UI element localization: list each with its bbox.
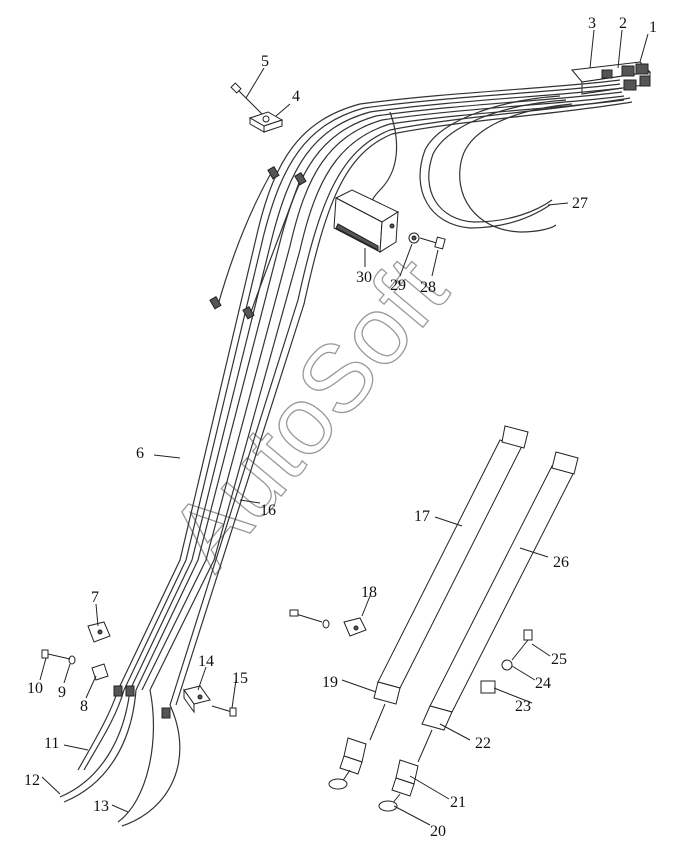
hose-bundle-6 (117, 79, 625, 691)
long-hose-26 (417, 451, 579, 763)
clamp-7-hole (97, 629, 103, 635)
leader-lines (39, 29, 649, 826)
clamp-8 (91, 663, 109, 681)
tube-16-inner (175, 101, 633, 706)
callout-7: 7 (91, 589, 99, 606)
end-fitting (161, 707, 171, 719)
fitting (294, 171, 307, 186)
loop-hose-27 (419, 95, 573, 233)
callout-2: 2 (619, 15, 627, 32)
callout-17: 17 (414, 508, 430, 525)
callout-8: 8 (80, 698, 88, 715)
fitting-21-assembly (378, 759, 419, 812)
fitting (209, 295, 222, 310)
callout-29: 29 (390, 277, 406, 294)
end-fitting (125, 685, 135, 697)
block-14 (183, 685, 211, 714)
callout-22: 22 (475, 735, 491, 752)
end-fitting (113, 685, 123, 697)
washer-29-hole (411, 235, 417, 241)
bolt-10 (41, 649, 71, 660)
callout-13: 13 (93, 798, 109, 815)
callout-12: 12 (24, 772, 40, 789)
callout-labels: 1 2 3 4 5 6 7 8 9 10 11 12 13 14 15 16 1… (24, 15, 657, 840)
fitting-19-assembly (328, 737, 367, 790)
callout-19: 19 (322, 674, 338, 691)
fitting (242, 305, 255, 320)
callout-6: 6 (136, 445, 144, 462)
bolt-15 (211, 705, 237, 717)
callout-4: 4 (292, 88, 300, 105)
callout-23: 23 (515, 698, 531, 715)
callout-9: 9 (58, 684, 66, 701)
callout-18: 18 (361, 584, 377, 601)
callout-14: 14 (198, 653, 214, 670)
connector-block (571, 61, 652, 95)
callout-11: 11 (44, 735, 59, 752)
tube-16 (169, 97, 631, 706)
branch-line (249, 179, 301, 316)
callout-26: 26 (553, 554, 569, 571)
block-23 (480, 680, 496, 694)
bolt-5 (230, 82, 263, 115)
clamp-18 (289, 609, 367, 637)
callout-20: 20 (430, 823, 446, 840)
washer-9 (68, 655, 76, 665)
box-30 (333, 189, 400, 253)
callout-24: 24 (535, 675, 551, 692)
fitting (267, 165, 280, 180)
callout-25: 25 (551, 651, 567, 668)
bolt-25 (511, 629, 533, 661)
branch-line (217, 174, 271, 306)
callout-21: 21 (450, 794, 466, 811)
long-hose-17 (369, 425, 529, 741)
washer-24 (501, 659, 513, 671)
callout-1: 1 (649, 19, 657, 36)
callout-28: 28 (420, 279, 436, 296)
callout-16: 16 (260, 502, 276, 519)
callout-10: 10 (27, 680, 43, 697)
callout-30: 30 (356, 269, 372, 286)
hose-ends (59, 685, 181, 827)
callout-5: 5 (261, 53, 269, 70)
callout-15: 15 (232, 670, 248, 687)
callout-3: 3 (588, 15, 596, 32)
callout-27: 27 (572, 195, 588, 212)
bolt-28 (419, 236, 446, 250)
